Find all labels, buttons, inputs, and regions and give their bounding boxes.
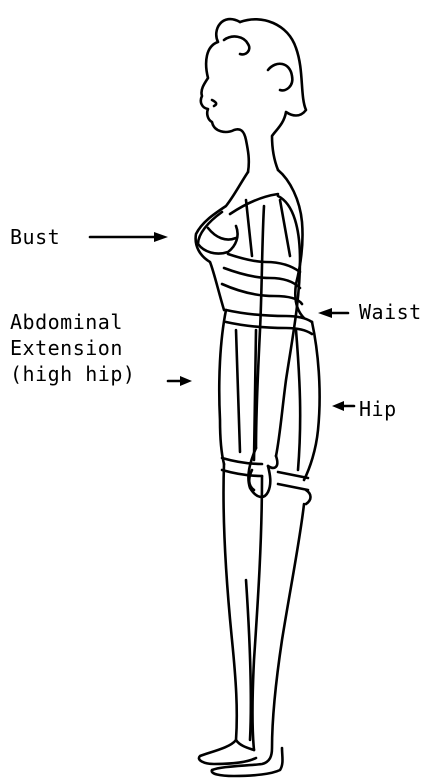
abdominal-label-line-2: Extension [10, 335, 135, 361]
bust-label: Bust [10, 224, 60, 250]
hip-label: Hip [359, 396, 397, 422]
legs [199, 464, 304, 776]
bust-arrow [90, 232, 168, 242]
hip-arrow [332, 401, 354, 411]
abdominal-label-line-3: (high hip) [10, 361, 135, 387]
head-outline [201, 19, 306, 172]
abdominal-arrow [168, 376, 192, 386]
abdominal-label-line-1: Abdominal [10, 309, 135, 335]
bra [198, 194, 302, 304]
waist-arrow [318, 308, 348, 318]
abdominal-extension-label: Abdominal Extension (high hip) [10, 309, 135, 387]
waist-label: Waist [359, 299, 422, 325]
